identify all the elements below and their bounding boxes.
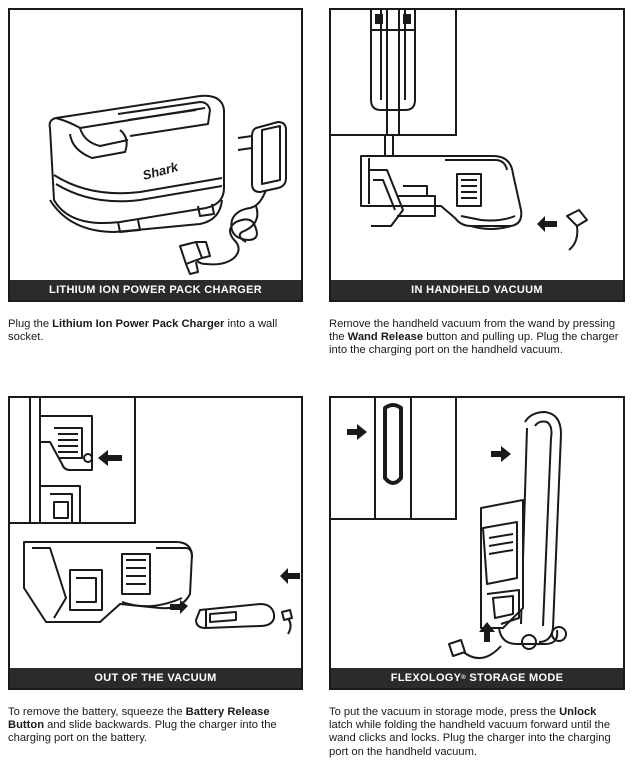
- desc-text: Remove the handheld vacuum from the wand…: [329, 318, 616, 344]
- handheld-charging-illustration: [360, 132, 588, 251]
- handheld-instructions: Remove the handheld vacuum from the wand…: [329, 318, 625, 358]
- charger-instructions: Plug the Lithium Ion Power Pack Charger …: [8, 318, 298, 344]
- arrow-left-icon: [537, 216, 557, 232]
- arrow-left-icon: [280, 568, 300, 584]
- caption-text: OUT OF THE VACUUM: [94, 672, 217, 684]
- desc-text: and slide backwards. Plug the charger in…: [8, 719, 277, 745]
- charger-illustration-panel: Shark LITHIUM ION POWER PACK CHARGER: [8, 8, 303, 302]
- desc-text: To remove the battery, squeeze the: [8, 706, 186, 718]
- registered-mark: ®: [461, 675, 467, 681]
- caption-text: LITHIUM ION POWER PACK CHARGER: [49, 284, 262, 296]
- charger-illustration: Shark: [48, 94, 287, 275]
- battery-release-closeup: [29, 398, 122, 522]
- unlock-latch-closeup: [347, 398, 412, 518]
- arrow-right-icon: [170, 600, 188, 614]
- desc-text: latch while folding the handheld vacuum …: [329, 719, 611, 758]
- desc-text: button and pulling up. Plug the charger …: [329, 331, 619, 357]
- panel-caption: OUT OF THE VACUUM: [10, 668, 301, 688]
- desc-bold-term: Lithium Ion Power Pack Charger: [52, 318, 225, 330]
- battery-instructions: To remove the battery, squeeze the Batte…: [8, 706, 298, 746]
- arrow-left-icon: [98, 450, 122, 466]
- desc-text: into a wall socket.: [8, 318, 278, 344]
- battery-removal-illustration: [23, 541, 300, 635]
- arrow-up-icon: [479, 622, 495, 642]
- wand-release-closeup: [370, 10, 416, 134]
- caption-text: FLEXOLOGY: [390, 672, 462, 684]
- storage-mode-illustration: [448, 411, 567, 659]
- caption-text: STORAGE MODE: [466, 672, 564, 684]
- storage-mode-illustration-panel: FLEXOLOGY® STORAGE MODE: [329, 396, 625, 690]
- arrow-right-icon: [491, 446, 511, 462]
- unlock-latch-inset: [331, 398, 457, 520]
- battery-illustration-panel: OUT OF THE VACUUM: [8, 396, 303, 690]
- desc-bold-term: Battery Release Button: [8, 706, 270, 732]
- caption-text: IN HANDHELD VACUUM: [411, 284, 543, 296]
- arrow-right-icon: [347, 424, 367, 440]
- panel-caption: FLEXOLOGY® STORAGE MODE: [331, 668, 623, 688]
- battery-release-inset: [10, 398, 136, 524]
- desc-bold-term: Unlock: [559, 706, 597, 718]
- handheld-illustration-panel: IN HANDHELD VACUUM: [329, 8, 625, 302]
- panel-caption: LITHIUM ION POWER PACK CHARGER: [10, 280, 301, 300]
- desc-text: Plug the: [8, 318, 53, 330]
- wand-release-inset: [331, 10, 457, 136]
- desc-bold-term: Wand Release: [347, 331, 424, 344]
- storage-mode-instructions: To put the vacuum in storage mode, press…: [329, 706, 619, 759]
- panel-caption: IN HANDHELD VACUUM: [331, 280, 623, 300]
- desc-text: To put the vacuum in storage mode, press…: [329, 706, 560, 718]
